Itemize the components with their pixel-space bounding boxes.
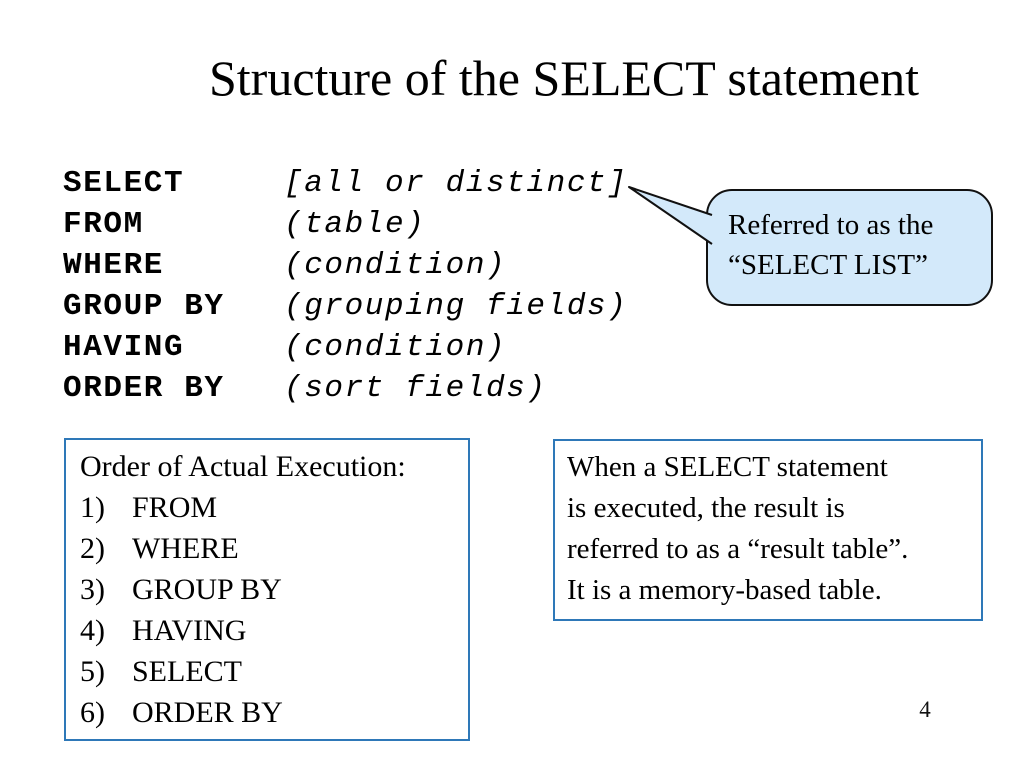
sql-value: (sort fields) <box>284 371 547 406</box>
sql-keyword: FROM <box>63 207 144 242</box>
item-number: 1) <box>80 491 105 524</box>
result-note-line-4: It is a memory-based table. <box>567 574 882 606</box>
sql-row-order-by: ORDER BY (sort fields) <box>63 371 663 412</box>
execution-order-title: Order of Actual Execution: <box>80 450 406 483</box>
sql-value: (grouping fields) <box>284 289 628 324</box>
result-table-note-box: When a SELECT statement is executed, the… <box>553 439 983 621</box>
item-label: FROM <box>132 491 218 524</box>
sql-value: (condition) <box>284 248 507 283</box>
item-label: WHERE <box>132 532 239 565</box>
sql-row-from: FROM (table) <box>63 207 663 248</box>
sql-row-select: SELECT [all or distinct] <box>63 166 663 207</box>
item-number: 3) <box>80 573 105 606</box>
sql-keyword: WHERE <box>63 248 165 283</box>
item-number: 2) <box>80 532 105 565</box>
sql-keyword: ORDER BY <box>63 371 225 406</box>
item-number: 6) <box>80 696 105 729</box>
page-title: Structure of the SELECT statement <box>208 50 920 106</box>
sql-value: (table) <box>284 207 426 242</box>
result-note-line-2: is executed, the result is <box>567 492 845 524</box>
callout-text: Referred to as the “SELECT LIST” <box>728 205 933 285</box>
sql-value: [all or distinct] <box>284 166 628 201</box>
execution-item-4: 4) HAVING <box>80 610 468 651</box>
sql-row-having: HAVING (condition) <box>63 330 663 371</box>
sql-value: (condition) <box>284 330 507 365</box>
sql-row-where: WHERE (condition) <box>63 248 663 289</box>
item-label: SELECT <box>132 655 242 688</box>
callout-line-2: “SELECT LIST” <box>728 249 929 281</box>
item-label: HAVING <box>132 614 247 647</box>
sql-keyword: SELECT <box>63 166 185 201</box>
sql-keyword: GROUP BY <box>63 289 225 324</box>
item-label: GROUP BY <box>132 573 282 606</box>
page-number: 4 <box>919 697 931 722</box>
result-note-line-1: When a SELECT statement <box>567 451 888 483</box>
execution-item-5: 5) SELECT <box>80 651 468 692</box>
sql-row-group-by: GROUP BY (grouping fields) <box>63 289 663 330</box>
execution-item-1: 1) FROM <box>80 487 468 528</box>
item-number: 5) <box>80 655 105 688</box>
execution-item-2: 2) WHERE <box>80 528 468 569</box>
sql-keyword: HAVING <box>63 330 185 365</box>
execution-order-box: Order of Actual Execution: 1) FROM 2) WHER… <box>64 438 470 741</box>
select-list-callout: Referred to as the “SELECT LIST” <box>706 189 993 306</box>
item-label: ORDER BY <box>132 696 283 729</box>
item-number: 4) <box>80 614 105 647</box>
execution-item-3: 3) GROUP BY <box>80 569 468 610</box>
result-note-line-3: referred to as a “result table”. <box>567 533 909 565</box>
callout-line-1: Referred to as the <box>728 209 934 241</box>
execution-item-6: 6) ORDER BY <box>80 692 468 733</box>
sql-code-block: SELECT [all or distinct] FROM (table) WH… <box>63 166 663 412</box>
callout-tail-pointer <box>628 186 713 245</box>
